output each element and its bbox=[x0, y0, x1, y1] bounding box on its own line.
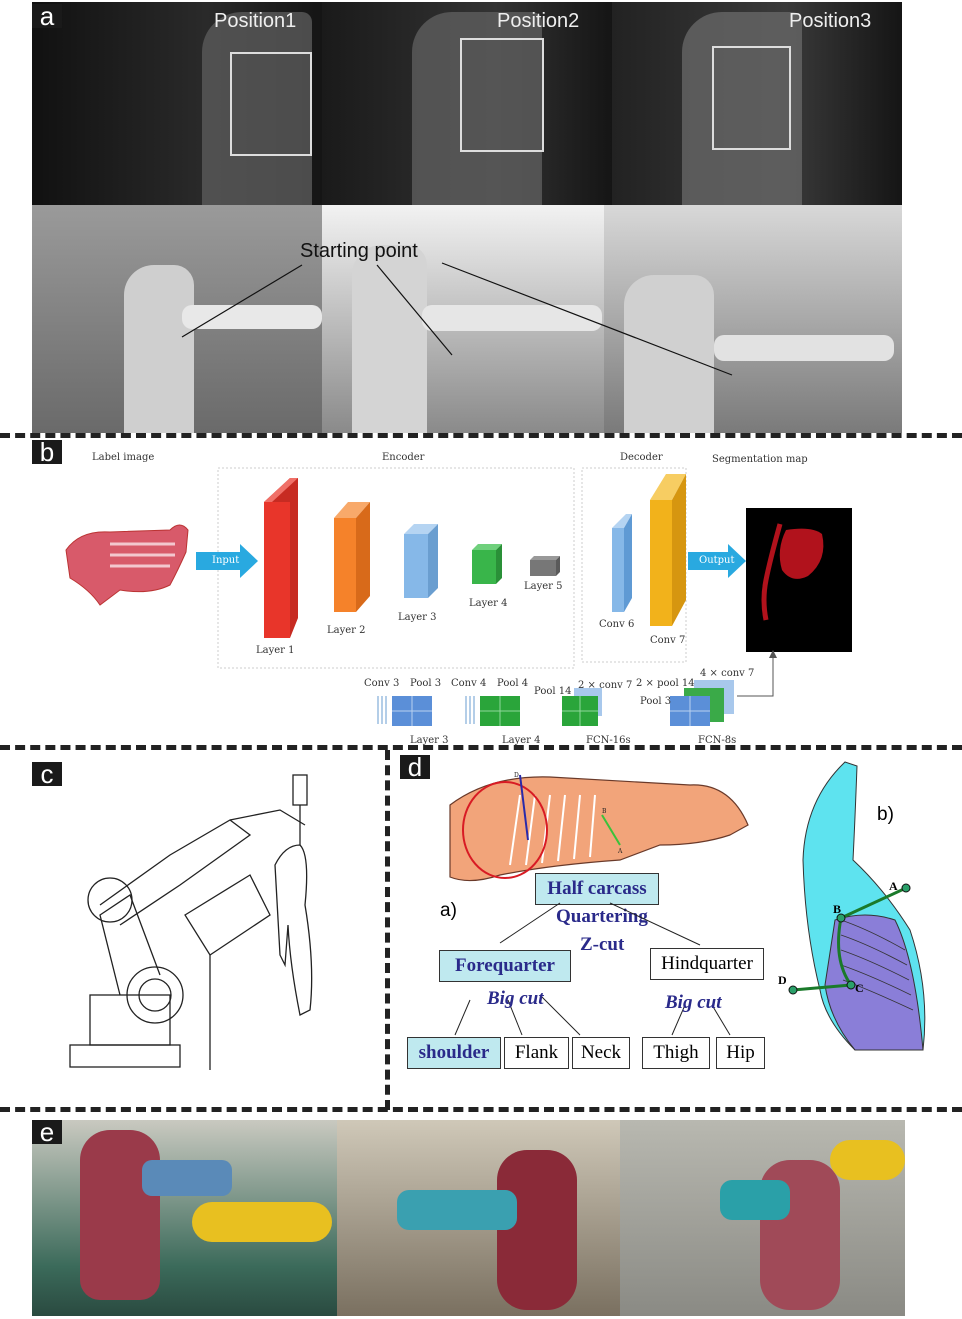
hindquarter-box: Hindquarter bbox=[650, 948, 764, 980]
input-label: Input bbox=[212, 555, 240, 566]
panel-b-label: b bbox=[32, 439, 62, 465]
conv7x2-label: 2 × conv 7 bbox=[578, 680, 633, 691]
cutting-photo-1 bbox=[32, 1120, 337, 1316]
pool14x2-label: 2 × pool 14 bbox=[636, 678, 695, 689]
small-point-b: B bbox=[602, 808, 607, 815]
label-image-title: Label image bbox=[92, 452, 155, 463]
position1-photo bbox=[32, 2, 322, 205]
starting-point-label: Starting point bbox=[300, 240, 418, 262]
point-d: D bbox=[778, 973, 787, 987]
shoulder-box: shoulder bbox=[407, 1037, 501, 1069]
position1-label: Position1 bbox=[214, 10, 297, 32]
carcass bbox=[352, 245, 427, 433]
pool3b-label: Pool 3 bbox=[640, 696, 672, 707]
cutting-photo-3 bbox=[620, 1120, 905, 1316]
small-point-d: D bbox=[514, 772, 519, 779]
panel-e-label: e bbox=[32, 1119, 62, 1145]
conv4-label: Conv 4 bbox=[451, 678, 487, 689]
layer5-label: Layer 5 bbox=[524, 581, 563, 592]
detection-box bbox=[712, 46, 791, 150]
conv6-label: Conv 6 bbox=[599, 619, 635, 630]
big-cut-fore-label: Big cut bbox=[487, 988, 544, 1009]
carcass-silhouette bbox=[412, 12, 542, 205]
panel-e-photos bbox=[32, 1120, 905, 1316]
b-label: b) bbox=[877, 804, 894, 825]
glove bbox=[192, 1202, 332, 1242]
cutting-photo-2 bbox=[337, 1120, 620, 1316]
carcass bbox=[624, 275, 714, 433]
carcass bbox=[124, 265, 194, 433]
a-label: a) bbox=[440, 900, 457, 921]
separator-cd bbox=[385, 750, 390, 1110]
neck-box: Neck bbox=[572, 1037, 630, 1069]
small-point-a: A bbox=[617, 848, 623, 855]
robot-photo-2 bbox=[322, 205, 604, 433]
flank-box: Flank bbox=[504, 1037, 569, 1069]
detection-box bbox=[460, 38, 544, 152]
carcass-skeleton: D B A bbox=[449, 772, 749, 882]
robot-line-drawing bbox=[69, 774, 313, 1070]
robot-gripper bbox=[142, 1160, 232, 1196]
detection-box bbox=[230, 52, 312, 156]
forequarter-box: Forequarter bbox=[439, 950, 571, 982]
output-label: Output bbox=[699, 555, 735, 566]
conv3-label: Conv 3 bbox=[364, 678, 400, 689]
robot-gripper bbox=[397, 1190, 517, 1230]
half-carcass-cut-drawing: A B C D bbox=[778, 761, 926, 1051]
zcut-label: Z-cut bbox=[580, 934, 625, 955]
hip-box: Hip bbox=[716, 1037, 765, 1069]
quartering-label: Quartering bbox=[556, 906, 648, 927]
starting-point-leaders bbox=[181, 262, 733, 376]
pool4-label: Pool 4 bbox=[497, 678, 529, 689]
big-cut-hind-label: Big cut bbox=[665, 992, 722, 1013]
layer3-label: Layer 3 bbox=[398, 612, 437, 623]
position2-photo bbox=[322, 2, 612, 205]
position3-photo bbox=[612, 2, 902, 205]
pool3-label: Pool 3 bbox=[410, 678, 442, 689]
carcass-silhouette bbox=[202, 12, 312, 205]
fcn16-label: FCN-16s bbox=[586, 735, 631, 746]
glove bbox=[830, 1140, 905, 1180]
point-c: C bbox=[855, 981, 864, 995]
point-a: A bbox=[889, 879, 898, 893]
panel-d-label: d bbox=[400, 754, 430, 780]
tree-connectors bbox=[454, 902, 731, 1036]
robot-gripper bbox=[720, 1180, 790, 1220]
decoder-title: Decoder bbox=[620, 452, 663, 463]
layer4-label: Layer 4 bbox=[469, 598, 508, 609]
panel-a-bottom-row: Starting point bbox=[32, 205, 902, 433]
thigh-box: Thigh bbox=[642, 1037, 710, 1069]
bottom-layer3-label: Layer 3 bbox=[410, 735, 449, 746]
conv7x4-label: 4 × conv 7 bbox=[700, 668, 755, 679]
layer1-label: Layer 1 bbox=[256, 645, 295, 656]
panel-a-top-row: Position1 Position2 Position3 bbox=[32, 2, 902, 205]
half-carcass-box: Half carcass bbox=[535, 873, 659, 905]
robot-arm bbox=[182, 305, 322, 329]
fcn-diagram bbox=[65, 467, 852, 726]
segmentation-map-title: Segmentation map bbox=[712, 454, 808, 465]
robot-arm bbox=[714, 335, 894, 361]
panel-c-label: c bbox=[32, 761, 62, 787]
carcass-silhouette bbox=[682, 12, 802, 205]
robot-photo-3 bbox=[604, 205, 902, 433]
conv7-label: Conv 7 bbox=[650, 635, 686, 646]
fcn8-label: FCN-8s bbox=[698, 735, 737, 746]
bottom-layer4-label: Layer 4 bbox=[502, 735, 541, 746]
point-b: B bbox=[833, 902, 841, 916]
panel-a-label: a bbox=[32, 3, 62, 29]
pool14-label: Pool 14 bbox=[534, 686, 572, 697]
separator-ab bbox=[0, 433, 962, 438]
separator-de bbox=[0, 1107, 962, 1112]
meat bbox=[497, 1150, 577, 1310]
layer2-label: Layer 2 bbox=[327, 625, 366, 636]
meat bbox=[80, 1130, 160, 1300]
robot-arm bbox=[422, 305, 602, 331]
position2-label: Position2 bbox=[497, 10, 580, 32]
position3-label: Position3 bbox=[789, 10, 872, 32]
robot-photo-1 bbox=[32, 205, 322, 433]
separator-bc bbox=[0, 745, 962, 750]
encoder-title: Encoder bbox=[382, 452, 425, 463]
